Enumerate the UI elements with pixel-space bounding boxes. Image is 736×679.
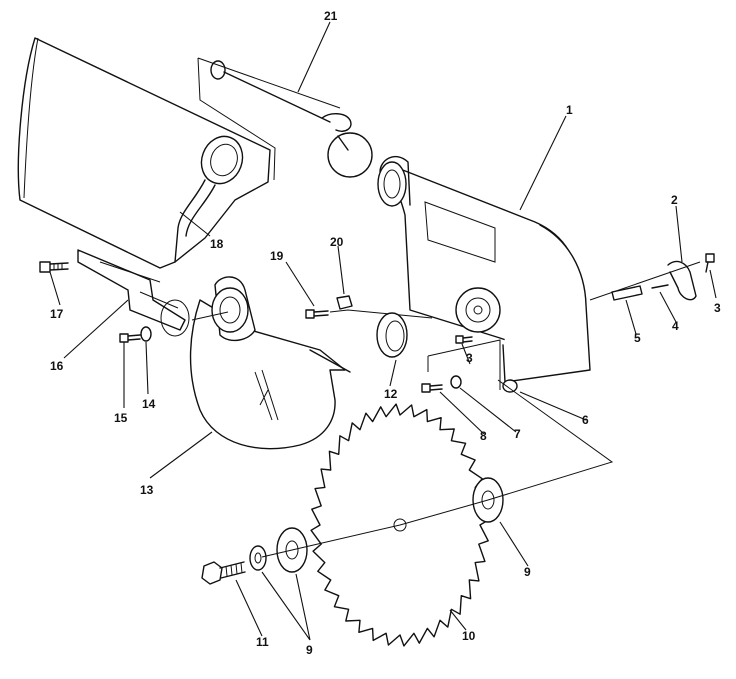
- callout-16: 16: [50, 359, 64, 373]
- assembly-line-19-20: [329, 309, 433, 319]
- part-18-guard-cover: [17, 37, 271, 269]
- callout-9-right: 9: [524, 565, 531, 579]
- callout-10: 10: [462, 629, 476, 643]
- part-6-nut: [502, 379, 518, 393]
- callout-6: 6: [582, 413, 589, 427]
- callout-7: 7: [514, 427, 521, 441]
- part-11-arbor-bolt: [201, 561, 246, 585]
- callout-15: 15: [114, 411, 128, 425]
- part-12-bushing: [376, 312, 408, 358]
- callout-9-left: 9: [306, 643, 313, 657]
- assembly-bracket-lines: [427, 339, 501, 390]
- part-14-washer: [140, 326, 152, 342]
- callout-14: 14: [142, 397, 156, 411]
- callout-20: 20: [330, 235, 344, 249]
- arbor-axis-line: [261, 379, 614, 558]
- callout-2: 2: [671, 193, 678, 207]
- callout-1: 1: [566, 103, 573, 117]
- part-3-screw-right: [705, 253, 715, 273]
- callout-21: 21: [324, 9, 338, 23]
- part-17-screw: [39, 261, 69, 273]
- assembly-line-right: [589, 261, 701, 301]
- callout-labels: 21 1 2 3 4 5 6 7 8 3 9 9 10 11 12 13 14 …: [50, 9, 721, 657]
- part-8-screw: [421, 383, 443, 393]
- callout-5: 5: [634, 331, 641, 345]
- part-19-screw: [305, 309, 329, 319]
- part-20-nut: [336, 295, 353, 310]
- part-16-bracket: [77, 249, 190, 337]
- callout-4: 4: [672, 319, 679, 333]
- part-7-washer: [450, 375, 462, 389]
- part-1-upper-guard: [377, 156, 591, 383]
- part-2-spring-clip: [667, 260, 697, 301]
- callout-13: 13: [140, 483, 154, 497]
- leader-lines: [49, 21, 717, 641]
- part-9-washer: [249, 545, 267, 571]
- callout-19: 19: [270, 249, 284, 263]
- callout-3-lower: 3: [466, 351, 473, 365]
- part-13-lower-guard: [189, 276, 351, 450]
- callout-12: 12: [384, 387, 398, 401]
- part-3-screw-lower: [455, 335, 473, 344]
- callout-11: 11: [256, 635, 269, 649]
- callout-18: 18: [210, 237, 224, 251]
- part-4-pin: [651, 284, 669, 289]
- part-5-pin: [611, 285, 643, 301]
- callout-8: 8: [480, 429, 487, 443]
- callout-17: 17: [50, 307, 64, 321]
- assembly-line-left: [99, 261, 229, 321]
- part-15-screw: [119, 333, 141, 343]
- callout-3-right: 3: [714, 301, 721, 315]
- part-21-spring-wire: [197, 57, 373, 181]
